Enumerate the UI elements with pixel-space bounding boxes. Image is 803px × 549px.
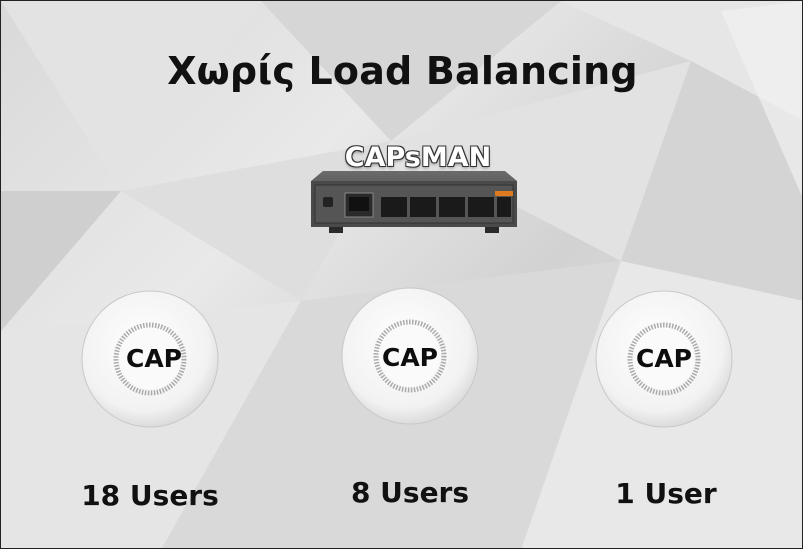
user-count: 8 Users — [350, 476, 470, 509]
slide-title: Χωρίς Load Balancing — [167, 49, 638, 93]
router-icon — [311, 171, 517, 233]
cap-label: CAP — [381, 343, 439, 372]
cap-label: CAP — [635, 344, 693, 373]
user-count: 1 User — [615, 477, 717, 510]
access-point-icon — [595, 290, 733, 428]
cap-label: CAP — [125, 344, 183, 373]
access-point-icon — [81, 290, 219, 428]
user-count: 18 Users — [81, 479, 219, 512]
capsman-label: CAPsMAN — [344, 142, 492, 173]
access-point-icon — [341, 287, 479, 425]
